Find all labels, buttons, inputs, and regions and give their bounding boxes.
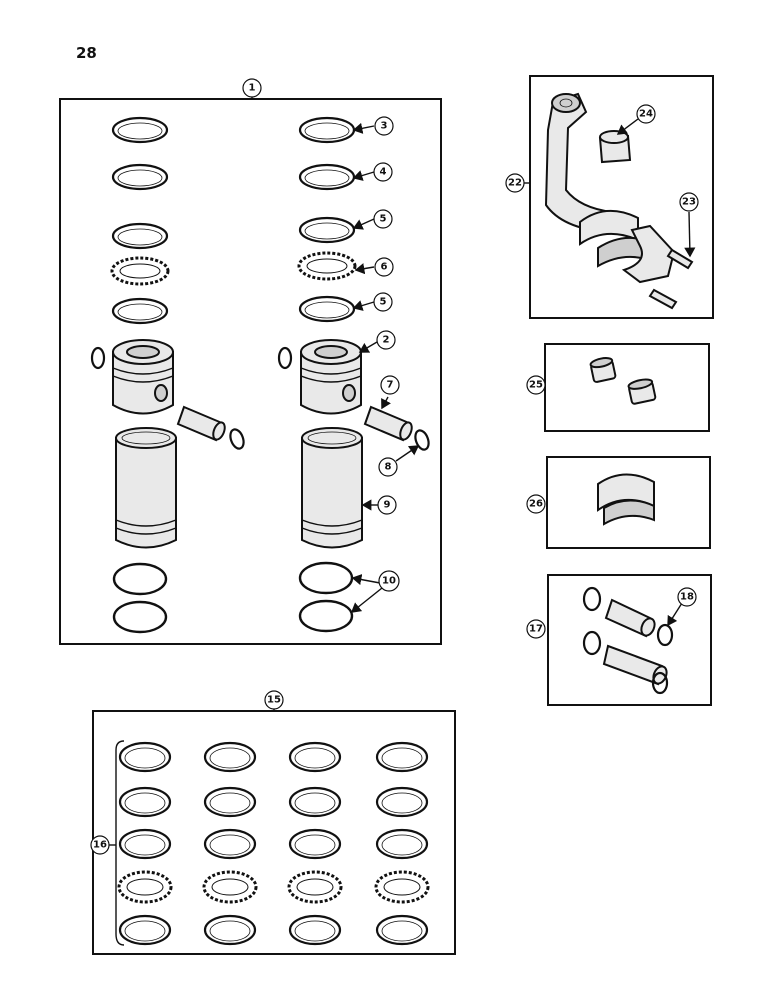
left-sleeve	[115, 427, 177, 549]
callout-15: 15	[264, 690, 284, 710]
svg-text:22: 22	[508, 178, 522, 189]
svg-text:10: 10	[382, 576, 396, 587]
ring-grid-col-4	[374, 741, 430, 946]
svg-text:5: 5	[380, 297, 387, 308]
pin-kit-panel	[547, 574, 712, 706]
connecting-rod-panel	[524, 75, 714, 319]
panel1-leaders	[350, 122, 420, 613]
callout-18: 18	[677, 587, 697, 607]
callout-24: 24	[636, 104, 656, 124]
callout-1: 1	[242, 78, 262, 98]
callout-9: 9	[377, 495, 397, 515]
callout-23: 23	[679, 192, 699, 212]
right-sleeve	[301, 427, 363, 549]
svg-text:26: 26	[529, 499, 543, 510]
svg-text:17: 17	[529, 624, 543, 635]
svg-text:7: 7	[387, 380, 394, 391]
ring-set-panel	[92, 708, 456, 955]
callout-6: 6	[374, 257, 394, 277]
sleeve-o-rings	[112, 561, 354, 634]
callout-5-lower: 5	[373, 292, 393, 312]
callout-10: 10	[378, 570, 400, 592]
svg-text:5: 5	[380, 214, 387, 225]
svg-text:18: 18	[680, 592, 694, 603]
left-ring-stack	[110, 116, 170, 325]
piston-kit-panel	[59, 97, 442, 645]
callout-22: 22	[505, 173, 525, 193]
ring-grid	[117, 741, 430, 946]
ring-grid-col-1	[117, 741, 173, 946]
svg-text:24: 24	[639, 109, 653, 120]
svg-text:25: 25	[529, 380, 543, 391]
svg-text:2: 2	[383, 335, 390, 346]
callout-7: 7	[380, 375, 400, 395]
callout-4: 4	[373, 162, 393, 182]
svg-text:4: 4	[380, 167, 387, 178]
svg-text:6: 6	[381, 262, 388, 273]
svg-text:9: 9	[384, 500, 391, 511]
callout-25: 25	[526, 375, 546, 395]
page-number: 28	[76, 44, 97, 62]
callout-16: 16	[90, 835, 110, 855]
svg-text:3: 3	[381, 121, 388, 132]
callout-26: 26	[526, 494, 546, 514]
svg-text:8: 8	[385, 462, 392, 473]
svg-text:15: 15	[267, 695, 281, 706]
ring-grid-col-3	[287, 741, 343, 946]
svg-text:23: 23	[682, 197, 696, 208]
callout-2: 2	[376, 330, 396, 350]
svg-text:16: 16	[93, 840, 107, 851]
right-piston	[277, 339, 430, 451]
svg-text:1: 1	[249, 83, 256, 94]
callout-8: 8	[378, 457, 398, 477]
callout-5-upper: 5	[373, 209, 393, 229]
callout-17: 17	[526, 619, 546, 639]
bushing-panel	[544, 343, 710, 432]
bearing-panel	[546, 456, 711, 549]
ring-grid-col-2	[202, 741, 258, 946]
callout-3: 3	[374, 116, 394, 136]
right-ring-stack	[297, 116, 357, 323]
left-piston	[90, 339, 245, 450]
